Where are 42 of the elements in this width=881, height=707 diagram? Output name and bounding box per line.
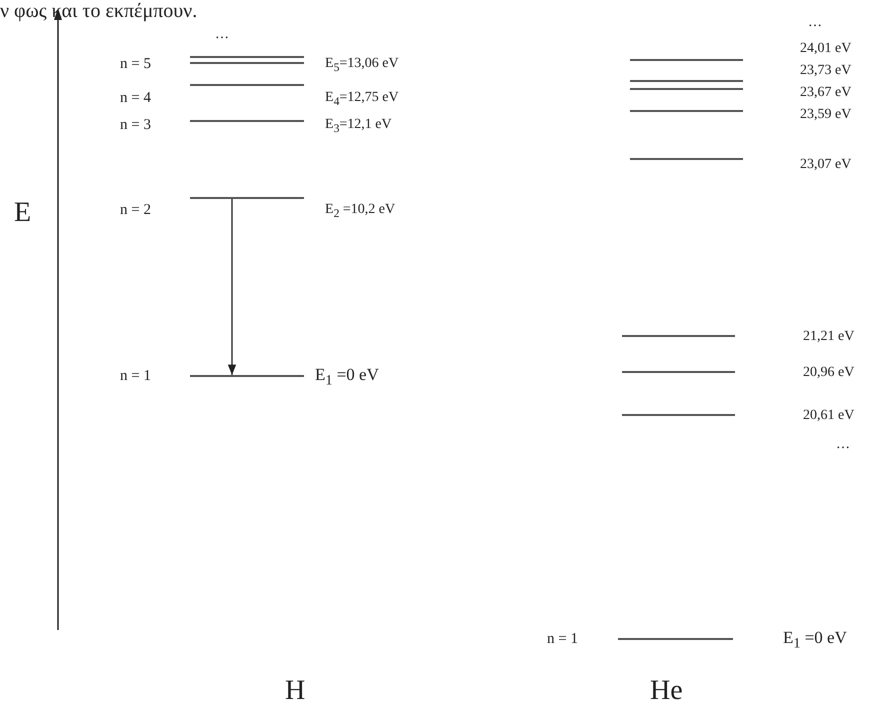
level-label: n = 3 <box>120 116 151 134</box>
energy-level-line <box>190 56 304 58</box>
energy-value: E$_{3}$=12,1 eV <box>325 116 392 137</box>
energy-level-line <box>622 414 735 416</box>
energy-value: E$_{2}$ =10,2 eV <box>325 201 396 222</box>
ellipsis: … <box>215 26 229 43</box>
energy-level-line <box>630 158 743 160</box>
energy-level-line <box>190 120 304 122</box>
energy-level-line <box>630 110 743 112</box>
energy-level-line <box>190 84 304 86</box>
energy-value: E$_{4}$=12,75 eV <box>325 89 399 110</box>
energy-level-line <box>630 88 743 90</box>
element-symbol: He <box>650 674 683 707</box>
energy-value: E$_{5}$=13,06 eV <box>325 55 399 76</box>
energy-level-line <box>622 371 735 373</box>
energy-value: 23,73 eV <box>800 62 852 79</box>
transition-arrow <box>228 199 236 375</box>
energy-level-line <box>190 62 304 64</box>
energy-value: 23,67 eV <box>800 84 852 101</box>
energy-level-line <box>622 335 735 337</box>
energy-level-line <box>190 375 304 377</box>
level-label: n = 2 <box>120 201 151 219</box>
energy-level-line <box>630 80 743 82</box>
energy-value: 20,96 eV <box>803 364 854 381</box>
element-symbol: H <box>285 674 306 707</box>
energy-level-line <box>618 638 733 640</box>
axis-label: E <box>14 196 32 230</box>
energy-value: 24,01 eV <box>800 40 852 57</box>
energy-level-line <box>630 59 743 61</box>
energy-value: E$_{1}$ =0 eV <box>315 365 379 390</box>
level-label: n = 1 <box>120 367 151 385</box>
level-label: n = 5 <box>120 55 151 73</box>
energy-value: 21,21 eV <box>803 328 854 345</box>
energy-level-line <box>190 197 304 199</box>
ellipsis: … <box>808 14 822 31</box>
energy-value: E$_{1}$ =0 eV <box>783 628 847 654</box>
energy-value: 20,61 eV <box>803 407 854 424</box>
energy-value: 23,07 eV <box>800 156 852 173</box>
level-label: n = 1 <box>547 630 578 648</box>
level-label: n = 4 <box>120 89 151 107</box>
energy-value: 23,59 eV <box>800 106 852 123</box>
ellipsis: … <box>836 436 850 453</box>
